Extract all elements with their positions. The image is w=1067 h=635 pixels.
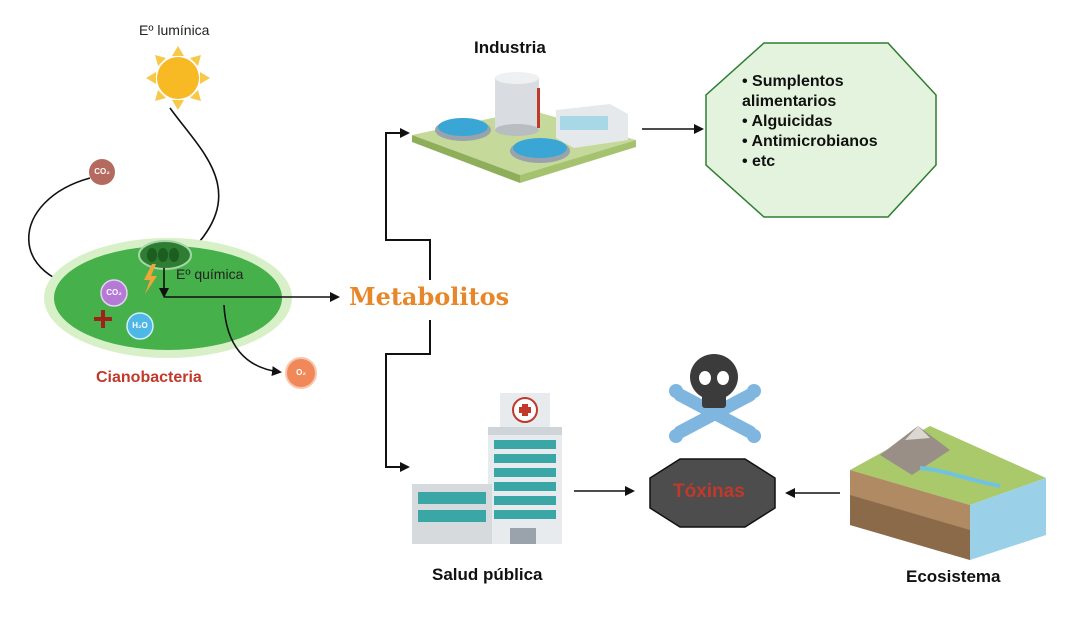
toxins-octagon: [649, 458, 776, 528]
branch-to-health: [385, 320, 431, 472]
chemical-energy-label: Eº química: [176, 266, 244, 282]
hospital-icon: [412, 393, 562, 544]
co2-outside-text: CO₂: [94, 167, 110, 176]
products-octagon: [705, 42, 937, 218]
light-energy-label: Eº lumínica: [139, 22, 210, 38]
ecosystem-landscape-icon: [850, 426, 1046, 560]
branch-to-industry: [385, 128, 431, 280]
skull-crossbones-icon: [669, 354, 761, 443]
co2-inside-text: CO₂: [106, 288, 122, 297]
ecosystem-label: Ecosistema: [906, 567, 1001, 586]
product-item: • Antimicrobianos: [742, 133, 878, 150]
sun-icon: [146, 46, 210, 110]
toxins-label: Tóxinas: [673, 481, 745, 502]
h2o-molecule: [126, 312, 154, 340]
industry-products-list: • Sumplentos alimentarios • Alguicidas •…: [742, 72, 892, 172]
co2-inside-molecule: [100, 279, 128, 307]
metabolites-label: Metabolitos: [349, 282, 510, 311]
lightning-icon: [144, 264, 157, 294]
o2-arrow: [223, 304, 282, 377]
o2-text: O₂: [296, 368, 306, 377]
o2-molecule: [285, 357, 317, 389]
product-item: • Sumplentos alimentarios: [742, 73, 844, 110]
co2-outside-molecule: [89, 159, 115, 185]
light-arrow: [169, 107, 220, 252]
product-item: • etc: [742, 153, 776, 170]
industry-label: Industria: [474, 38, 546, 57]
product-item: • Alguicidas: [742, 113, 833, 130]
cyanobacteria-label: Cianobacteria: [96, 369, 202, 386]
cyanobacteria-cell: [44, 238, 292, 358]
h2o-text: H₂O: [132, 321, 148, 330]
industry-plant-icon: [412, 72, 636, 183]
chloroplast-icon: [138, 240, 192, 270]
plus-icon: [94, 310, 112, 328]
public-health-label: Salud pública: [432, 565, 543, 584]
